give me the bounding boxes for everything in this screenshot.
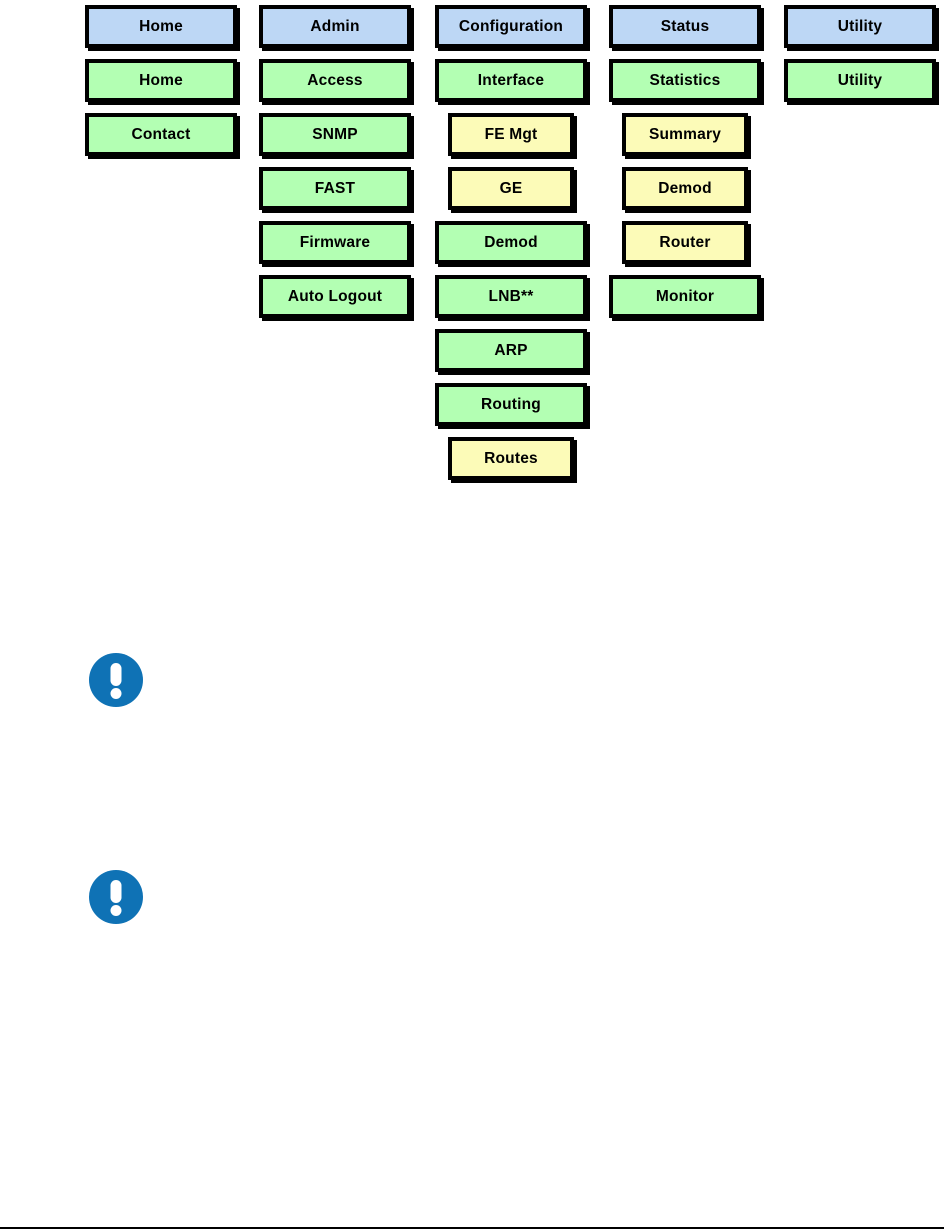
menu-box-admin-firmware[interactable]: Firmware	[259, 221, 411, 264]
menu-box-configuration-routes[interactable]: Routes	[448, 437, 574, 480]
menu-box-home-contact[interactable]: Contact	[85, 113, 237, 156]
menu-box-home-home[interactable]: Home	[85, 5, 237, 48]
menu-box-configuration-lnb[interactable]: LNB**	[435, 275, 587, 318]
menu-box-status-status[interactable]: Status	[609, 5, 761, 48]
menu-box-configuration-configuration[interactable]: Configuration	[435, 5, 587, 48]
menu-box-status-statistics[interactable]: Statistics	[609, 59, 761, 102]
menu-box-status-monitor[interactable]: Monitor	[609, 275, 761, 318]
menu-box-admin-auto-logout[interactable]: Auto Logout	[259, 275, 411, 318]
footer-divider	[0, 1227, 944, 1229]
menu-box-admin-snmp[interactable]: SNMP	[259, 113, 411, 156]
exclamation-circle-icon	[89, 870, 143, 924]
note-icon-1	[88, 652, 144, 708]
menu-box-configuration-demod[interactable]: Demod	[435, 221, 587, 264]
menu-box-configuration-ge[interactable]: GE	[448, 167, 574, 210]
menu-box-configuration-routing[interactable]: Routing	[435, 383, 587, 426]
menu-box-admin-access[interactable]: Access	[259, 59, 411, 102]
exclamation-circle-icon	[89, 653, 143, 707]
note-icon-2	[88, 869, 144, 925]
menu-box-configuration-fe-mgt[interactable]: FE Mgt	[448, 113, 574, 156]
menu-box-status-demod[interactable]: Demod	[622, 167, 748, 210]
menu-box-configuration-arp[interactable]: ARP	[435, 329, 587, 372]
menu-box-status-summary[interactable]: Summary	[622, 113, 748, 156]
menu-box-status-router[interactable]: Router	[622, 221, 748, 264]
menu-box-home-home[interactable]: Home	[85, 59, 237, 102]
menu-box-configuration-interface[interactable]: Interface	[435, 59, 587, 102]
menu-box-utility-utility[interactable]: Utility	[784, 59, 936, 102]
menu-box-admin-fast[interactable]: FAST	[259, 167, 411, 210]
menu-box-admin-admin[interactable]: Admin	[259, 5, 411, 48]
menu-box-utility-utility[interactable]: Utility	[784, 5, 936, 48]
